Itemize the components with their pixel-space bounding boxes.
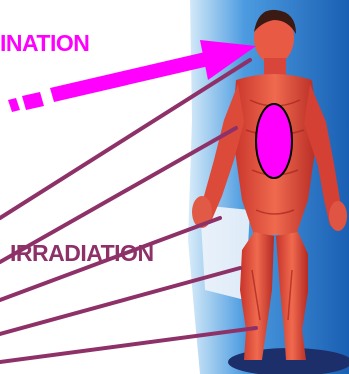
- arrow-dash-2: [8, 98, 20, 112]
- irradiation-label: IRRADIATION: [10, 240, 154, 267]
- figure-neck: [264, 58, 286, 76]
- heart-marker: [256, 104, 292, 178]
- radiation-label: INATION: [0, 30, 89, 57]
- arrow-dash-1: [22, 92, 44, 110]
- arrow-shaft: [50, 52, 209, 102]
- figure-hand-right: [329, 201, 347, 231]
